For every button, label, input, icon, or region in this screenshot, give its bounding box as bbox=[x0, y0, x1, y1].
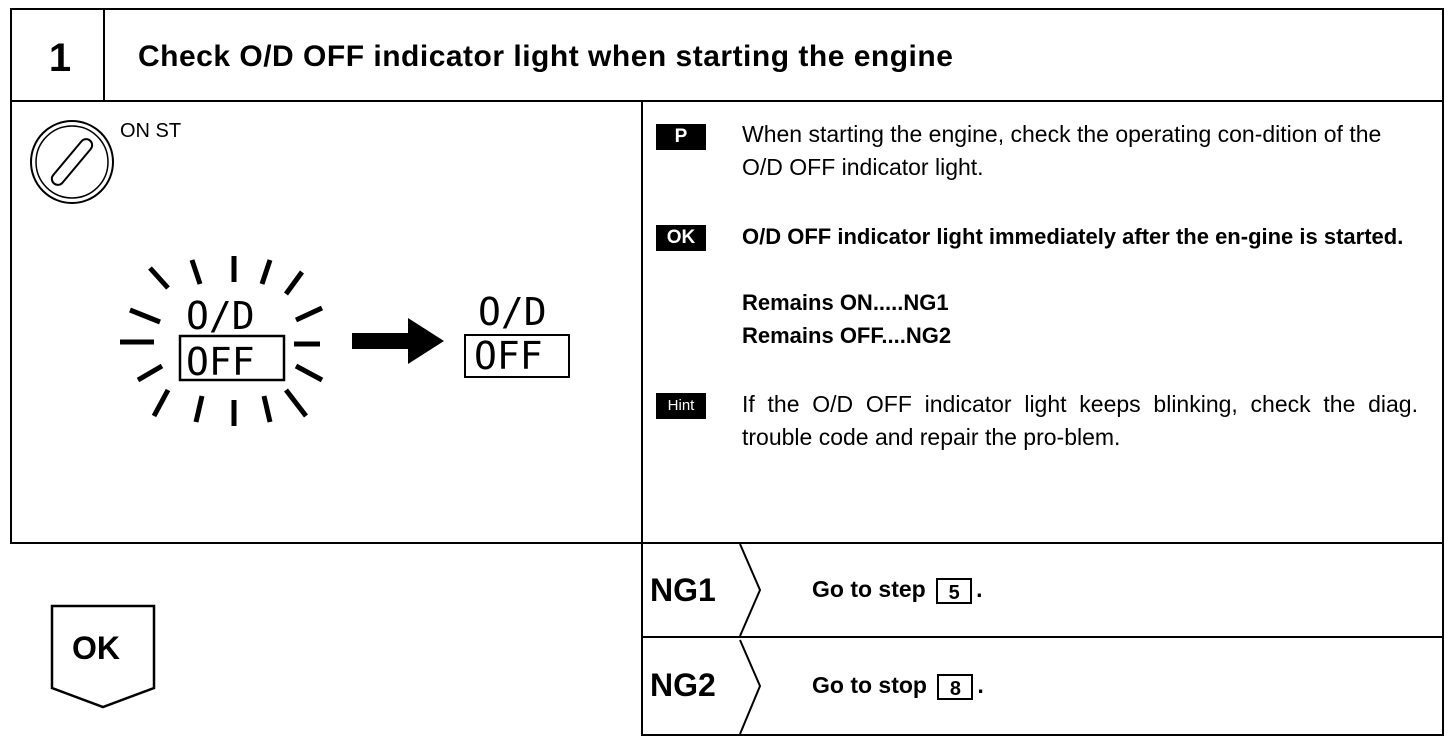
ng1-instruction: Go to step 5. bbox=[812, 576, 983, 604]
ok-condition-text: O/D OFF indicator light immediately afte… bbox=[742, 224, 1404, 249]
ok-arrow-box bbox=[50, 604, 156, 709]
column-divider bbox=[641, 100, 643, 736]
p-badge: P bbox=[656, 124, 706, 150]
outcome-right-border bbox=[1442, 544, 1444, 736]
indicator-off-label: OFF bbox=[186, 340, 255, 384]
ng1-label: NG1 bbox=[650, 572, 716, 608]
ng2-suffix: . bbox=[977, 672, 984, 698]
ng1-condition-text: Remains ON.....NG1 bbox=[742, 290, 949, 315]
ok-badge: OK bbox=[656, 225, 706, 251]
step-number-divider bbox=[103, 8, 105, 102]
ok-label: OK bbox=[72, 630, 120, 666]
ng1-step-ref: 5 bbox=[936, 577, 973, 604]
header-divider bbox=[10, 100, 1444, 102]
outcome-divider bbox=[641, 636, 1444, 638]
ng2-go-text: Go to stop bbox=[812, 672, 927, 698]
ignition-key-icon bbox=[30, 120, 114, 204]
chevron-right-icon bbox=[739, 544, 762, 735]
step-frame bbox=[10, 8, 1444, 544]
p-instruction-text: When starting the engine, check the oper… bbox=[742, 121, 1382, 180]
ng2-label: NG2 bbox=[650, 667, 716, 703]
indicator-od-label-after: O/D bbox=[478, 290, 547, 334]
indicator-blinking-illustration bbox=[120, 256, 324, 426]
ng2-condition-text: Remains OFF....NG2 bbox=[742, 323, 952, 348]
indicator-off-box bbox=[464, 334, 570, 378]
ng2-step-ref: 8 bbox=[937, 673, 974, 700]
ignition-label: ON ST bbox=[120, 120, 182, 142]
hint-text: If the O/D OFF indicator light keeps bli… bbox=[742, 391, 1418, 450]
ng1-go-text: Go to step bbox=[812, 576, 926, 602]
outcome-bottom-border bbox=[641, 734, 1444, 736]
ng1-suffix: . bbox=[976, 576, 983, 602]
ng2-instruction: Go to stop 8. bbox=[812, 672, 984, 700]
arrow-right-icon bbox=[352, 318, 444, 364]
hint-badge: Hint bbox=[656, 393, 706, 419]
step-number: 1 bbox=[48, 36, 72, 80]
indicator-od-label: O/D bbox=[186, 294, 255, 338]
step-title: Check O/D OFF indicator light when start… bbox=[138, 40, 954, 73]
indicator-off-label-after: OFF bbox=[474, 334, 543, 378]
